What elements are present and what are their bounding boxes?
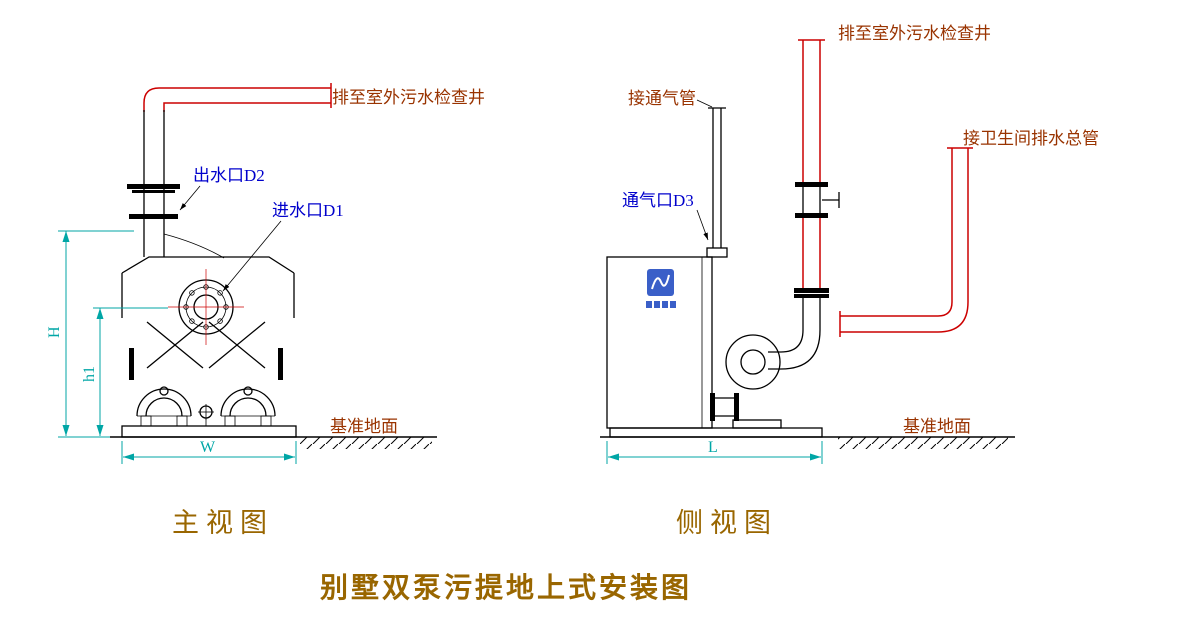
vent-port-d3-label: 通气口D3: [622, 191, 694, 210]
front-dimensions: H h1 W: [46, 230, 297, 464]
side-pump: [710, 334, 782, 429]
front-tank-body: [121, 233, 295, 318]
front-riser-pipe: [127, 110, 180, 257]
dim-label-h1: h1: [81, 366, 98, 382]
front-ground-label: 基准地面: [330, 417, 398, 436]
dim-label-h: H: [46, 326, 63, 338]
side-inlet-pipe: [839, 147, 973, 337]
vent-connection-label: 接通气管: [628, 89, 696, 108]
side-vent-pipe: [696, 99, 728, 258]
side-discharge-label: 排至室外污水检查井: [838, 24, 991, 43]
front-view: H h1 W 排至室外污水检查井 出水口D2 进水口D1 基准地面 主视图: [46, 83, 485, 538]
front-inlet-flange: [168, 269, 244, 345]
inlet-d1-label: 进水口D1: [272, 201, 344, 220]
drain-main-label: 接卫生间排水总管: [963, 129, 1099, 148]
side-ground-label: 基准地面: [903, 417, 971, 436]
front-suction-lattice: [129, 321, 283, 380]
front-drain-valve: [198, 404, 214, 426]
dim-label-l: L: [708, 439, 718, 456]
side-view-caption: 侧视图: [676, 508, 778, 538]
side-ground: [600, 436, 1015, 449]
drawing-title: 别墅双泵污提地上式安装图: [320, 572, 692, 604]
outlet-d2-label: 出水口D2: [193, 166, 265, 185]
front-discharge-label: 排至室外污水检查井: [332, 88, 485, 107]
front-ground: [110, 436, 437, 449]
front-view-caption: 主视图: [172, 508, 274, 538]
dim-label-w: W: [200, 439, 216, 456]
side-view: L 排至室外污水检查井 接通气管 通气口D3 接卫生间排水总管 基准地面 侧视图: [600, 24, 1099, 538]
front-discharge-pipe: [143, 83, 332, 112]
front-base: [121, 425, 297, 438]
side-discharge-pipe: [768, 39, 840, 370]
side-base: [609, 427, 823, 438]
tank-logo: [646, 269, 676, 308]
side-dimensions: L: [606, 439, 823, 464]
